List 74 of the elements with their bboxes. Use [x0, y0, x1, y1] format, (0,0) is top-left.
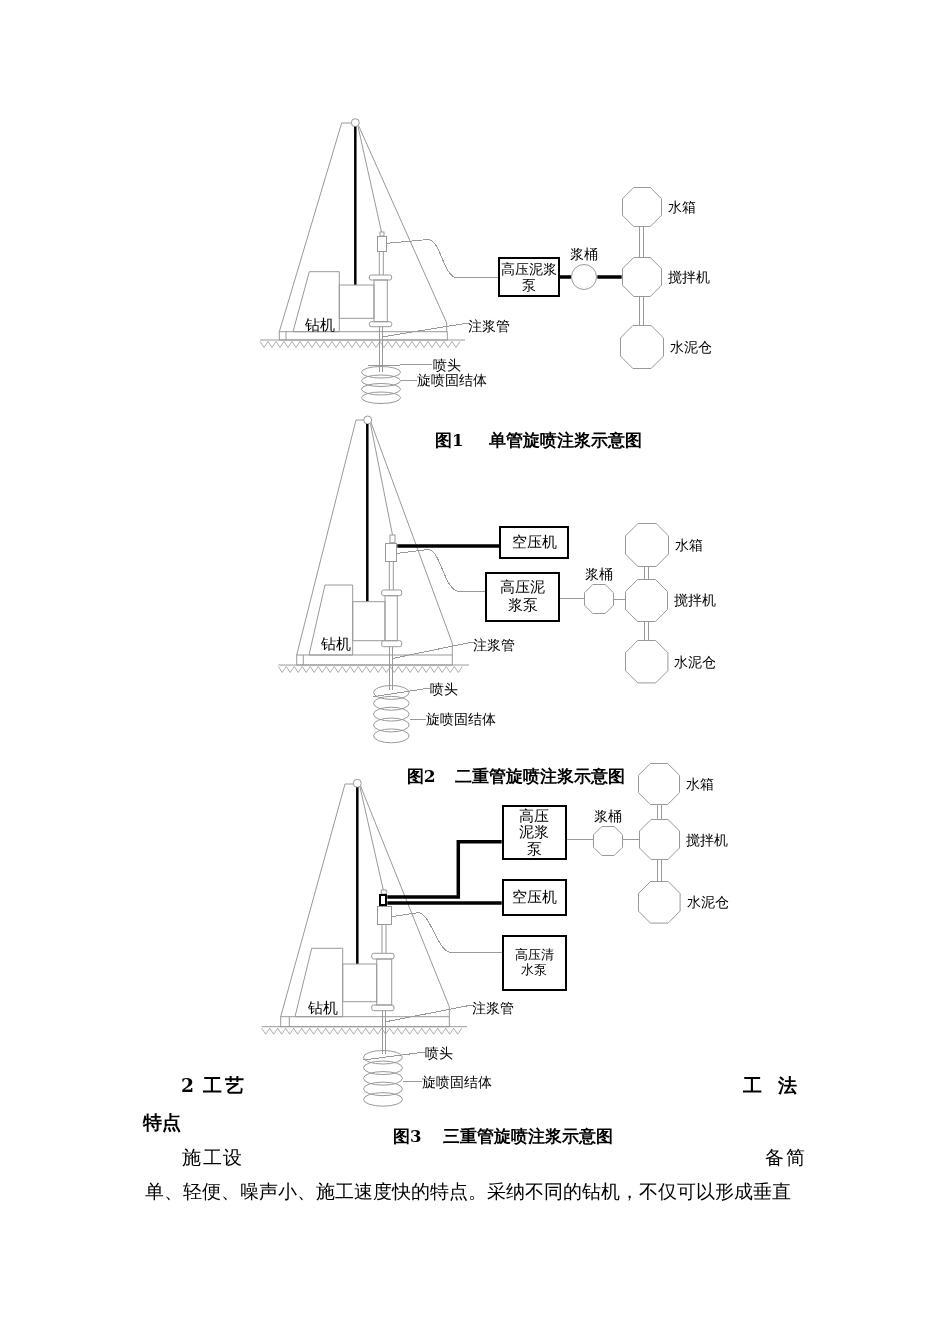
component-label: 浆桶: [594, 807, 623, 824]
component-label: 搅拌机: [685, 831, 728, 848]
connector-line: [622, 839, 640, 840]
component-label: 浆桶: [585, 565, 614, 582]
pump-box: 高压清水泵: [501, 935, 567, 991]
double-pipe: [656, 804, 662, 820]
connector-line: [559, 598, 585, 599]
hose-line: [396, 549, 486, 593]
swivel: [385, 542, 398, 562]
leader-line: [409, 718, 427, 721]
component-label: 水箱: [674, 537, 703, 553]
leader-line: [372, 687, 431, 698]
part-label: 注浆管: [468, 318, 510, 335]
grout-pipe: [382, 1010, 386, 1054]
double-pipe: [656, 859, 662, 882]
leader-line: [367, 363, 434, 367]
component-label: 浆桶: [570, 246, 599, 262]
rig-label: 钻机: [305, 317, 335, 335]
part-label: 旋喷固结体: [426, 711, 496, 728]
figure-caption: 图1 单管旋喷注浆示意图: [435, 432, 643, 451]
part-label: 旋喷固结体: [421, 1074, 492, 1091]
hose-line: [387, 839, 502, 899]
hose-line: [386, 239, 499, 279]
pump-box: 高压泥浆泵: [485, 571, 560, 622]
grout-pipe: [389, 646, 394, 690]
connector-line: [560, 275, 572, 279]
connector-line: [597, 275, 622, 279]
part-label: 喷头: [430, 681, 458, 698]
grouted-column: [363, 1050, 404, 1107]
section-heading: 特点: [143, 1112, 181, 1134]
swivel-cap: [379, 894, 388, 906]
leader-line: [385, 1004, 473, 1023]
section-heading: 工法: [743, 1075, 797, 1097]
component-label: 水泥仓: [674, 653, 717, 670]
component-label: 水箱: [667, 198, 696, 215]
hose-line: [387, 901, 502, 905]
connector-line: [613, 598, 626, 600]
double-pipe: [639, 296, 645, 326]
leader-line: [362, 1051, 426, 1061]
rig-label: 钻机: [321, 636, 351, 654]
swivel: [376, 906, 392, 925]
hose-line: [391, 912, 503, 954]
hose-line: [397, 544, 500, 548]
double-pipe: [639, 226, 645, 258]
leader-line: [392, 641, 474, 659]
pump-box: 高压泥浆泵: [498, 256, 560, 297]
leader-line: [400, 379, 418, 382]
rig-label: 钻机: [307, 999, 338, 1017]
body-paragraph: 施工设备简单、轻便、噪声小、施工速度快的特点。采纳不同的钻机，不仅可以形成垂直: [145, 1146, 805, 1204]
leader-line: [382, 322, 469, 338]
component-label: 水箱: [686, 776, 715, 792]
pump-box: 高压泥浆泵: [501, 805, 567, 860]
part-label: 喷头: [425, 1045, 453, 1062]
part-label: 喷头: [432, 357, 461, 374]
part-label: 旋喷固结体: [417, 372, 487, 389]
part-label: 注浆管: [471, 1000, 514, 1017]
grouted-column: [373, 685, 410, 744]
compressor-box: 空压机: [499, 526, 570, 559]
component-label: 水泥仓: [669, 338, 712, 355]
section-heading: 2 工艺: [181, 1075, 244, 1097]
grouted-column: [360, 366, 401, 404]
connector-line: [566, 839, 594, 840]
grout-pipe: [379, 326, 384, 372]
figure-caption: 图2 二重管旋喷注浆示意图: [406, 767, 626, 787]
double-pipe: [644, 566, 650, 579]
component-label: 搅拌机: [667, 268, 710, 285]
leader-line: [402, 1081, 423, 1083]
part-label: 注浆管: [472, 637, 515, 654]
figure-caption: 图3 三重管旋喷注浆示意图: [393, 1128, 614, 1147]
component-label: 水泥仓: [686, 894, 729, 910]
component-label: 搅拌机: [674, 592, 717, 608]
compressor-box: 空压机: [501, 879, 567, 916]
swivel: [376, 236, 387, 252]
double-pipe: [644, 621, 650, 641]
